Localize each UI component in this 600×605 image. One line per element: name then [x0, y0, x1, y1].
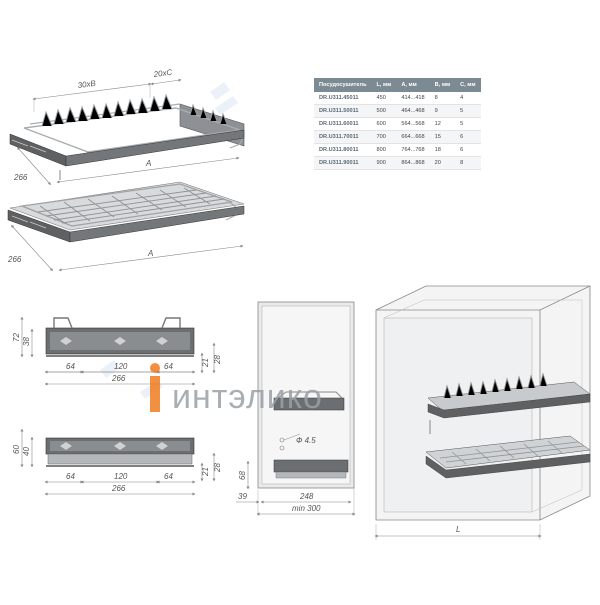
dim-68: 68: [238, 471, 247, 480]
perspective-cabinet: [375, 285, 591, 521]
dim-40: 40: [22, 447, 31, 456]
table-row: DR.U311.60011 600 564...568 12 5: [314, 117, 481, 131]
cabinet-width-dimension: L: [374, 524, 542, 540]
label-30xb: 30xB: [77, 79, 97, 90]
dim-28: 28: [213, 355, 222, 365]
side-view-cabinet: [257, 301, 355, 489]
dim-64b: 64: [164, 362, 173, 371]
table-cell: 864...868: [396, 156, 430, 170]
table-cell: 20: [429, 156, 456, 170]
table-cell: DR.U311.50011: [314, 104, 372, 118]
dim-64a: 64: [66, 362, 75, 371]
table-cell: 900: [371, 156, 397, 170]
table-cell: 464...468: [396, 104, 430, 118]
table-cell: 4: [455, 92, 481, 105]
dim-72: 72: [12, 333, 21, 342]
front-view-bottom-rack: [45, 437, 195, 467]
dim-64b-bottom: 64: [164, 472, 173, 481]
top-width-a: A: [145, 159, 151, 168]
table-cell: DR.U311.60011: [314, 117, 372, 131]
table-cell: DR.U311.80011: [314, 143, 372, 157]
col-header: A, мм: [396, 78, 430, 92]
side-view-dimensions: Ф 4.5 68 39 248 min 300: [236, 436, 356, 516]
bottom-rack-illustration: [7, 181, 245, 243]
table-cell: 500: [371, 104, 397, 118]
bottom-depth-266: 266: [7, 255, 22, 264]
table-cell: 12: [429, 117, 456, 131]
col-header: Посудосушитель: [314, 78, 372, 92]
spec-table: Посудосушитель L, мм A, мм B, мм C, мм D…: [314, 78, 481, 170]
table-cell: 450: [371, 92, 397, 105]
hole-diameter: Ф 4.5: [296, 436, 316, 445]
dim-120-bottom: 120: [114, 472, 128, 481]
table-cell: 414...418: [396, 92, 430, 105]
table-cell: DR.U311.45011: [314, 92, 372, 105]
table-cell: 700: [371, 130, 397, 144]
dim-min-300: min 300: [292, 504, 321, 513]
bottom-width-a: A: [147, 249, 153, 258]
table-row: DR.U311.90011 900 864...868 20 8: [314, 156, 481, 170]
table-cell: 800: [371, 143, 397, 157]
dim-248: 248: [299, 492, 314, 501]
table-cell: 6: [455, 143, 481, 157]
dim-21-bottom: 21: [201, 467, 210, 477]
table-cell: 6: [455, 130, 481, 144]
table-cell: DR.U311.90011: [314, 156, 372, 170]
table-cell: 8: [429, 92, 456, 105]
table-cell: 15: [429, 130, 456, 144]
dim-64a-bottom: 64: [66, 472, 75, 481]
brand-name: интэлико: [172, 378, 323, 416]
col-header: C, мм: [455, 78, 481, 92]
table-row: DR.U311.50011 500 464...468 9 5: [314, 104, 481, 118]
col-header: L, мм: [371, 78, 397, 92]
table-cell: 8: [455, 156, 481, 170]
front-view-top-rack: [45, 317, 195, 357]
front-view-top-dimensions: 72 38 21 28 64 120 64 266: [12, 316, 222, 386]
table-cell: 564...568: [396, 117, 430, 131]
brand-watermark: интэлико: [150, 363, 323, 416]
brand-logo-bar: [150, 376, 160, 412]
top-rack-dimensions: 30xB 20xC 266 A: [13, 68, 240, 186]
dim-266: 266: [111, 374, 126, 383]
top-depth-266: 266: [13, 173, 28, 182]
table-cell: 600: [371, 117, 397, 131]
table-cell: DR.U311.70011: [314, 130, 372, 144]
table-cell: 5: [455, 104, 481, 118]
table-cell: 664...668: [396, 130, 430, 144]
dim-39: 39: [238, 492, 247, 501]
bottom-rack-dimensions: 266 A: [7, 224, 244, 272]
top-rack-illustration: [9, 93, 245, 180]
dim-60: 60: [12, 445, 21, 454]
table-header-row: Посудосушитель L, мм A, мм B, мм C, мм: [314, 78, 481, 92]
table-row: DR.U311.70011 700 664...668 15 6: [314, 130, 481, 144]
table-cell: 5: [455, 117, 481, 131]
brand-logo-dot: [150, 363, 160, 373]
dim-21: 21: [201, 358, 210, 368]
dim-38: 38: [22, 337, 31, 346]
table-cell: 764...768: [396, 143, 430, 157]
front-view-bottom-dimensions: 60 40 21 28 64 120 64 266: [12, 428, 222, 496]
dim-266-bottom: 266: [111, 484, 126, 493]
table-row: DR.U311.45011 450 414...418 8 4: [314, 92, 481, 105]
dim-120: 120: [114, 362, 128, 371]
dim-28-bottom: 28: [213, 463, 222, 473]
table-cell: 18: [429, 143, 456, 157]
label-20xc: 20xC: [152, 68, 173, 79]
table-cell: 9: [429, 104, 456, 118]
col-header: B, мм: [429, 78, 456, 92]
table-row: DR.U311.80011 800 764...768 18 6: [314, 143, 481, 157]
cabinet-width-l: L: [456, 525, 460, 534]
